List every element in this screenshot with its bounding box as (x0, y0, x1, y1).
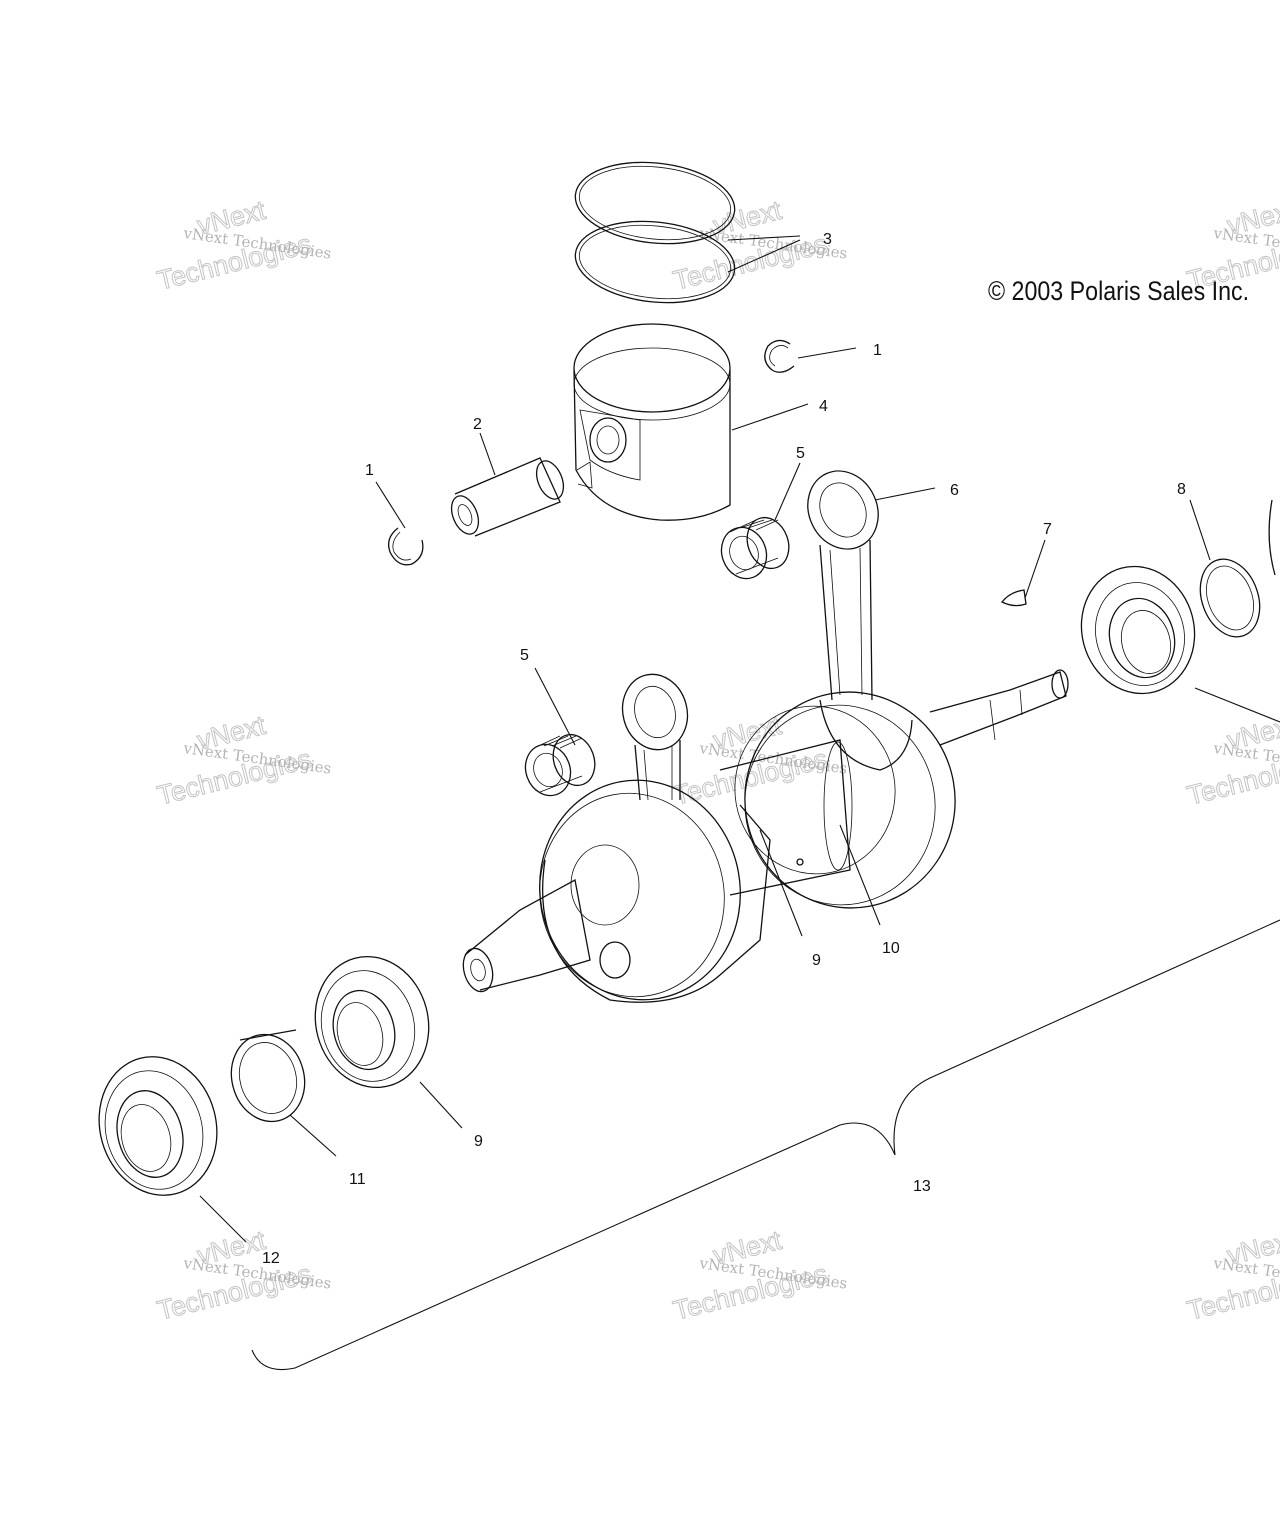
spacer-ring (230, 1029, 306, 1123)
callout-8: 8 (1177, 481, 1186, 498)
callout-4: 4 (819, 398, 828, 415)
watermark-mid-left: Technologies vNext vNext Technologies (154, 709, 333, 811)
callout-2: 2 (473, 416, 482, 433)
piston-pin (450, 457, 565, 537)
watermark-top-center: Technologies vNext vNext Technologies (670, 194, 849, 296)
callout-9-center: 9 (812, 952, 821, 969)
callout-11: 11 (349, 1171, 366, 1188)
callout-9-left: 9 (474, 1133, 483, 1150)
watermark-bottom-right: Technologies vNext vNext Technologies (1184, 1224, 1280, 1326)
connecting-rod-upper (807, 470, 913, 771)
watermark-bottom-center: Technologies vNext vNext Technologies (670, 1224, 849, 1326)
callout-7: 7 (1043, 521, 1052, 538)
assembly-bracket (251, 919, 1280, 1371)
watermark-top-left: Technologies vNext vNext Technologies (154, 194, 333, 296)
oil-seal (98, 1056, 218, 1196)
callout-12: 12 (262, 1250, 280, 1267)
callout-1-right: 1 (873, 342, 882, 359)
copyright-notice: © 2003 Polaris Sales Inc. (988, 276, 1250, 306)
callout-6: 6 (950, 482, 959, 499)
circlip-left (387, 527, 424, 566)
circlip-right (764, 339, 795, 373)
crankshaft (462, 669, 1069, 1003)
ring-8 (1199, 499, 1276, 638)
piston (573, 323, 731, 521)
piston-rings (574, 161, 736, 304)
callout-3: 3 (823, 231, 832, 248)
callout-1-left: 1 (365, 462, 374, 479)
needle-bearing-upper (720, 516, 790, 580)
woodruff-key (1000, 589, 1027, 607)
callout-labels: 3 1 4 2 1 5 6 7 8 5 9 10 9 11 12 13 (262, 231, 1186, 1267)
watermark-mid-right: Technologies vNext vNext Technologies (1184, 709, 1280, 811)
needle-bearing-lower (524, 733, 596, 797)
callout-10: 10 (882, 940, 900, 957)
bearing-left (314, 955, 430, 1089)
callout-5-upper: 5 (796, 445, 805, 462)
bearing-right (1080, 565, 1196, 695)
callout-13: 13 (913, 1178, 931, 1195)
leader-lines (199, 235, 1280, 1243)
callout-5-lower: 5 (520, 647, 529, 664)
